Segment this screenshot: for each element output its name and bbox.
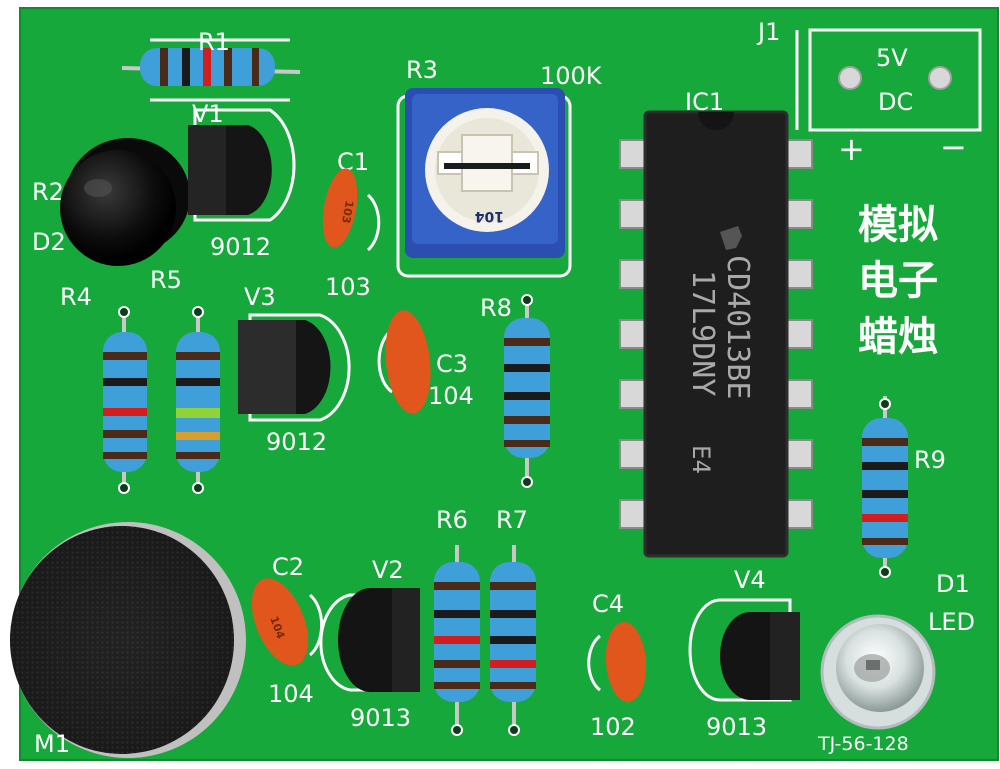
power-pad-minus <box>928 66 952 90</box>
label-j1: J1 <box>756 18 780 46</box>
resistor-r1 <box>121 48 301 86</box>
power-pad-plus <box>838 66 862 90</box>
resistor-r6 <box>434 545 480 730</box>
label-r8: R8 <box>480 294 512 322</box>
power-label-plus: + <box>838 130 865 168</box>
label-c1-value: 103 <box>325 273 371 301</box>
capacitor-c1: 103 <box>322 168 358 248</box>
transistor-v1 <box>188 125 272 215</box>
led-d1 <box>820 614 936 730</box>
power-label-minus: − <box>940 128 967 166</box>
label-v2: V2 <box>372 556 404 584</box>
resistor-r4 <box>103 312 147 488</box>
microphone-m1 <box>10 522 246 758</box>
label-r3-value: 100K <box>540 62 603 90</box>
power-label-5v: 5V <box>876 44 908 72</box>
chip-marking-part: CD4013BE <box>720 255 755 400</box>
label-r6: R6 <box>436 506 468 534</box>
resistor-r7 <box>490 545 536 730</box>
label-c2-value: 104 <box>268 680 314 708</box>
label-v2-type: 9013 <box>350 704 411 732</box>
capacitor-c1-code: 103 <box>339 199 356 224</box>
label-v4: V4 <box>734 566 766 594</box>
transistor-v3 <box>238 320 331 414</box>
label-r4: R4 <box>60 283 92 311</box>
chip-ic1: CD4013BE 17L9DNY E4 <box>619 110 813 558</box>
board-title-line-2: 电子 <box>858 258 938 304</box>
label-d1: D1 <box>936 570 970 598</box>
chip-marking-lot: 17L9DNY <box>685 270 720 396</box>
label-c4-value: 102 <box>590 713 636 741</box>
board-title-line-1: 模拟 <box>858 202 938 248</box>
label-d1-type: LED <box>928 608 975 636</box>
capacitor-c3 <box>385 310 431 414</box>
label-c4: C4 <box>592 590 624 618</box>
label-r1: R1 <box>198 28 230 56</box>
potentiometer-r3: 104 <box>405 88 565 258</box>
label-d2: D2 <box>32 228 66 256</box>
label-m1: M1 <box>34 730 70 758</box>
label-v4-type: 9013 <box>706 713 767 741</box>
pot-code: 104 <box>475 208 504 224</box>
label-c3: C3 <box>436 350 468 378</box>
ir-sensor-d2 <box>60 138 190 266</box>
transistor-v2 <box>338 588 420 692</box>
label-r5: R5 <box>150 266 182 294</box>
label-r9: R9 <box>914 446 946 474</box>
resistor-r9 <box>862 396 908 578</box>
label-r7: R7 <box>496 506 528 534</box>
resistor-r8 <box>504 300 550 482</box>
via-holes <box>118 294 891 736</box>
transistor-v4 <box>720 612 800 700</box>
resistor-r5 <box>176 312 220 488</box>
chip-marking-code: E4 <box>687 445 715 474</box>
label-r2: R2 <box>32 178 64 206</box>
capacitor-c4 <box>605 622 647 702</box>
power-label-dc: DC <box>878 88 913 116</box>
label-r3: R3 <box>406 56 438 84</box>
label-v1: V1 <box>192 100 224 128</box>
board-model: TJ-56-128 <box>817 733 909 755</box>
board-title-line-3: 蜡烛 <box>858 314 938 360</box>
label-c2: C2 <box>272 553 304 581</box>
capacitor-c2: 104 <box>251 578 309 666</box>
label-c3-value: 104 <box>428 382 474 410</box>
label-v1-type: 9012 <box>210 233 271 261</box>
label-v3: V3 <box>244 283 276 311</box>
label-v3-type: 9012 <box>266 428 327 456</box>
